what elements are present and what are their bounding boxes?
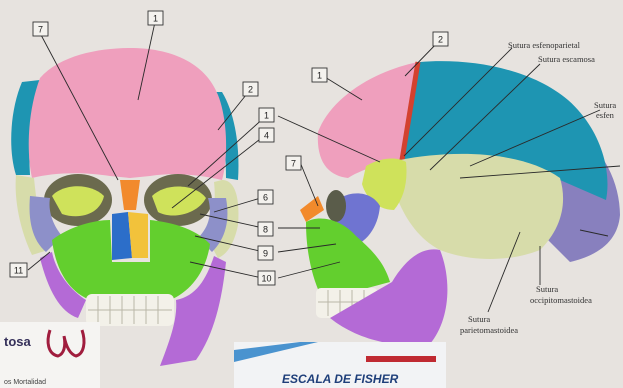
suture-parietomastoid-2: parietomastoidea	[460, 325, 518, 335]
suture-occipitomastoid: Sutura	[536, 284, 558, 294]
number-label: 6	[263, 193, 268, 203]
fisher-banner: ESCALA DE FISHER	[234, 342, 446, 388]
logo-caption: os Mortalidad	[4, 379, 46, 386]
number-label: 10	[261, 274, 271, 284]
number-label: 2	[438, 35, 443, 45]
number-label: 7	[38, 25, 43, 35]
number-label: 1	[317, 71, 322, 81]
suture-sphenoid-partial-2: esfen	[596, 110, 615, 120]
suture-sphenoid-partial: Sutura	[594, 100, 616, 110]
banner-title: ESCALA DE FISHER	[282, 372, 399, 386]
logo-text: tosa	[4, 334, 32, 349]
number-label: 2	[248, 85, 253, 95]
suture-squamous: Sutura escamosa	[538, 54, 595, 64]
lateral-orbit	[326, 190, 346, 222]
number-label: 9	[263, 249, 268, 259]
suture-sphenoparietal: Sutura esfenoparietal	[508, 40, 581, 50]
banner-red-strip	[366, 356, 436, 362]
suture-parietomastoid: Sutura	[468, 314, 490, 324]
number-label: 1	[153, 14, 158, 24]
number-label: 11	[14, 266, 23, 276]
number-label: 1	[264, 111, 269, 121]
logo-card: tosa os Mortalidad	[0, 322, 100, 388]
number-label: 4	[264, 131, 269, 141]
number-label: 7	[291, 159, 296, 169]
number-label: 8	[263, 225, 268, 235]
suture-occipitomastoid-2: occipitomastoidea	[530, 295, 592, 305]
